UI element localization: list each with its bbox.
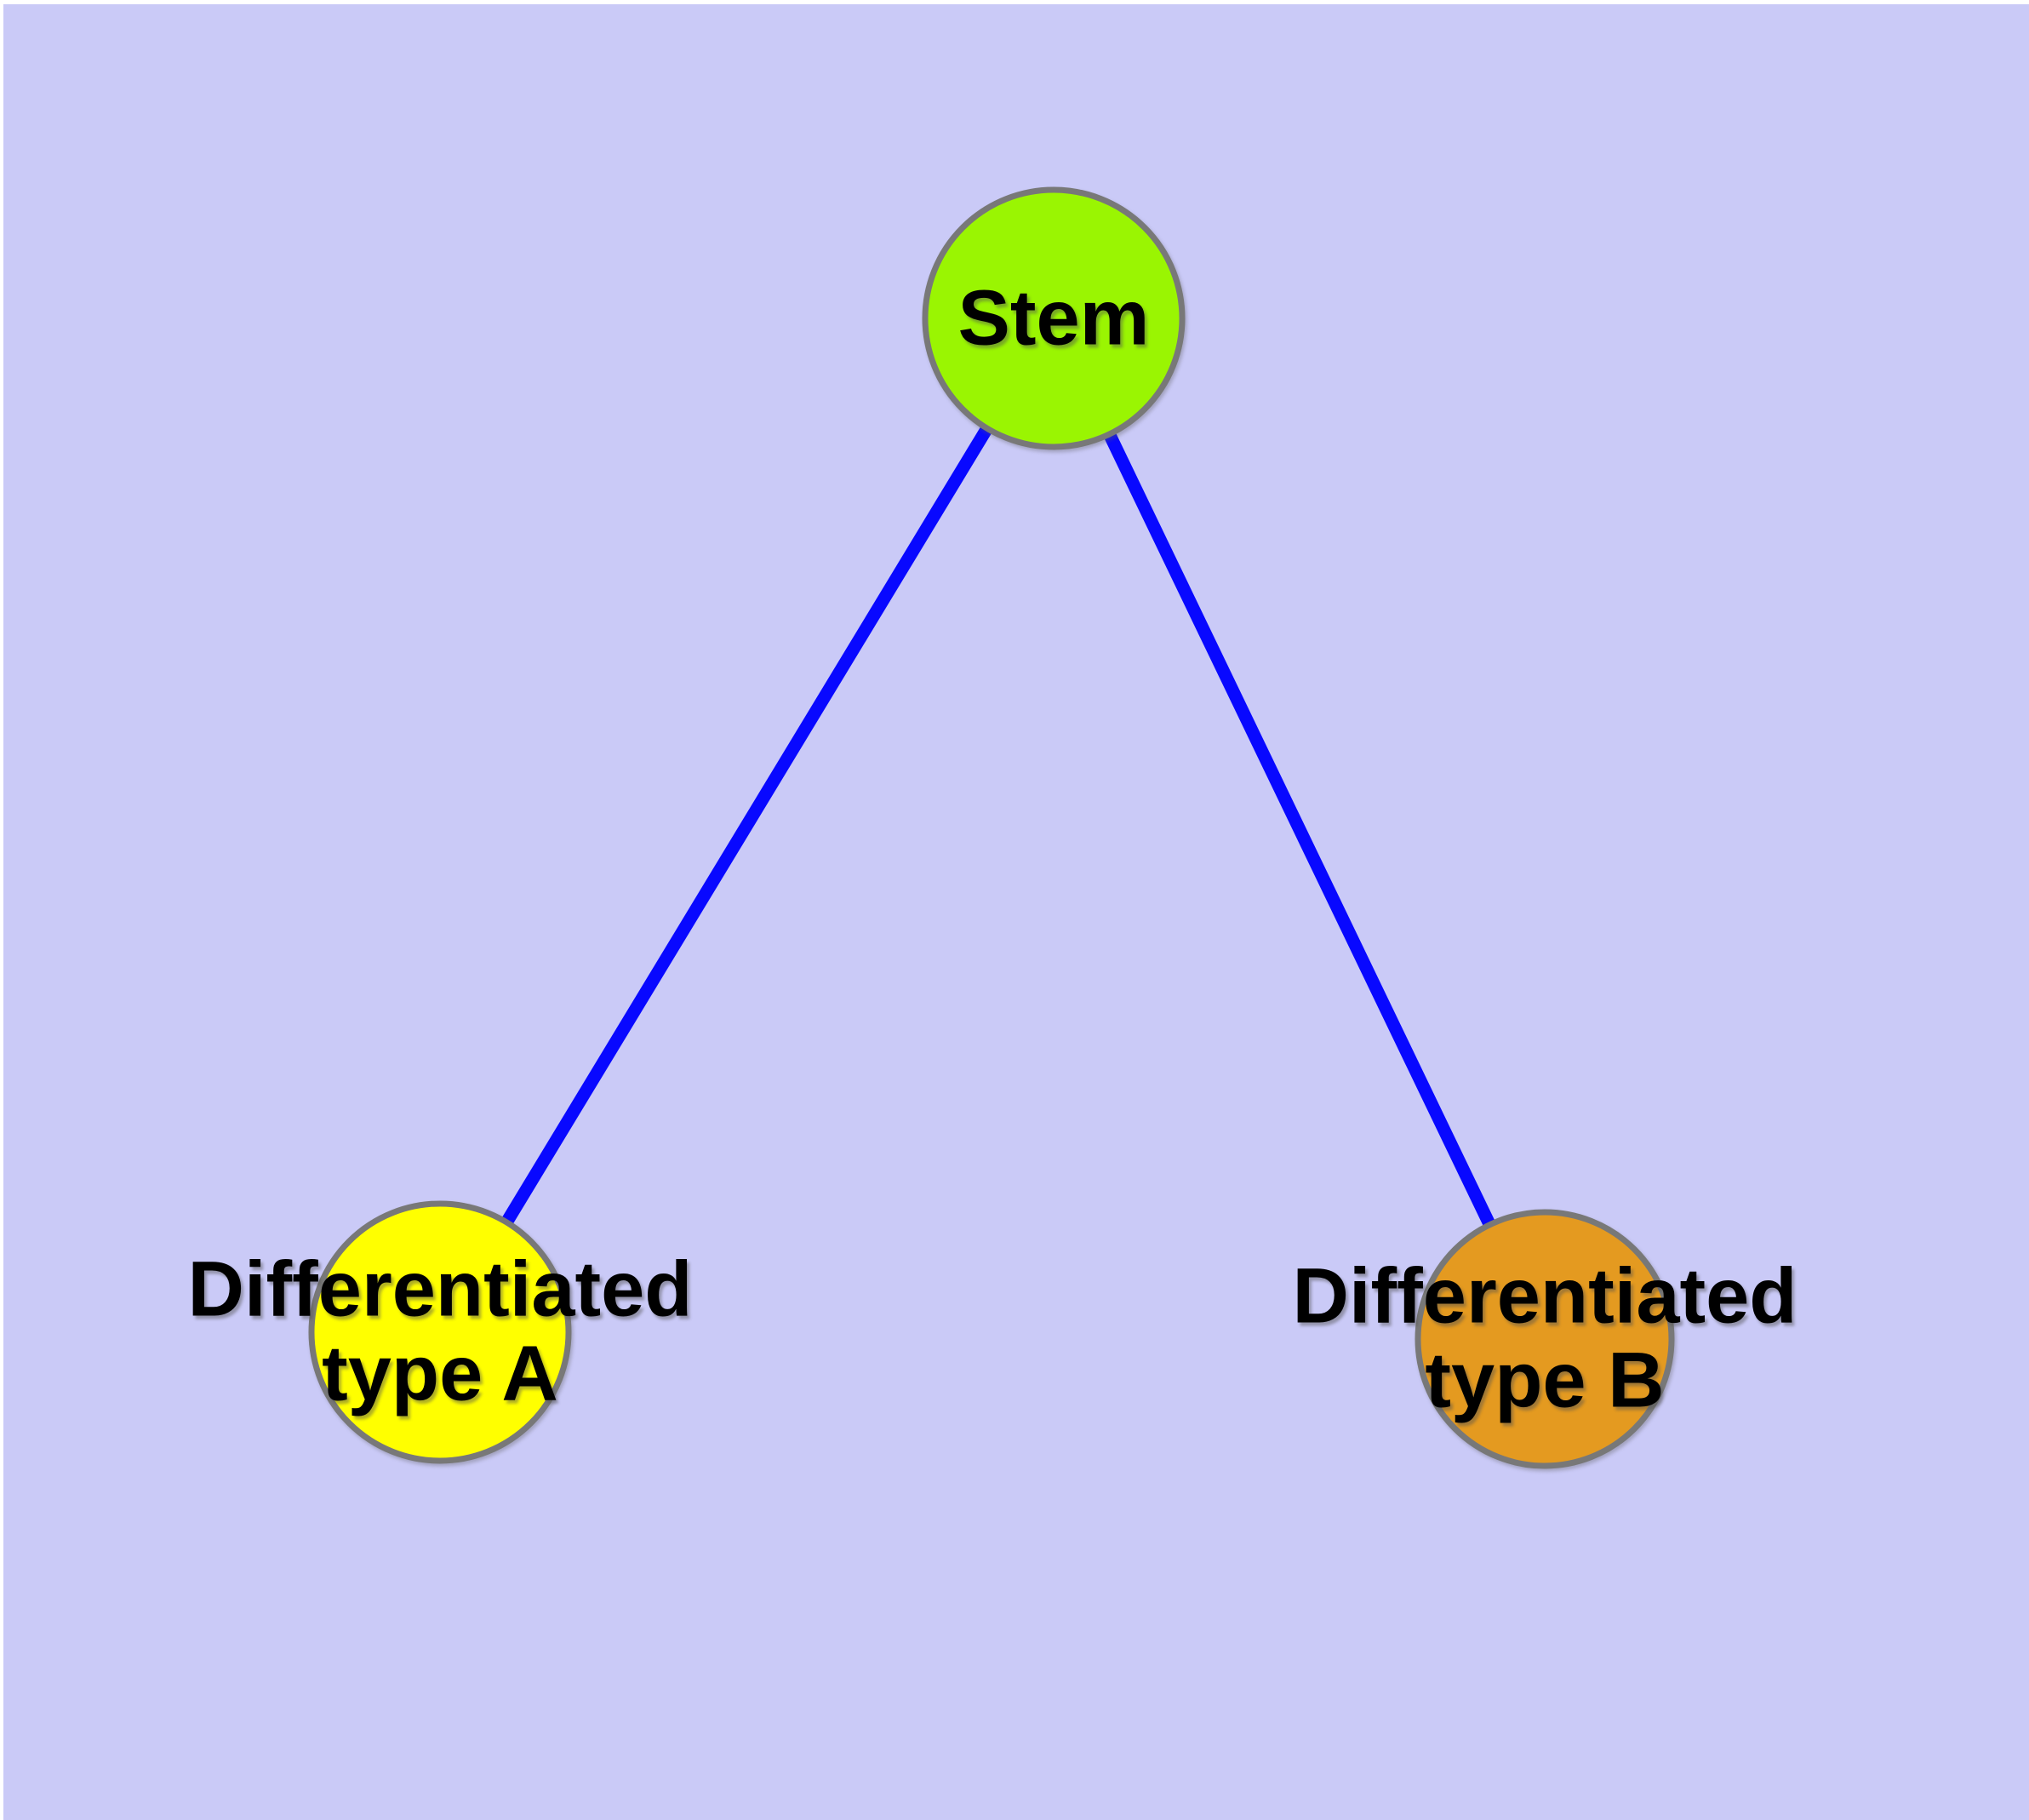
- node-circle-diff-b: [1415, 1209, 1675, 1469]
- node-circle-diff-a: [308, 1200, 572, 1464]
- edge-stem-diff-b: [1048, 315, 1551, 1342]
- node-circle-stem: [922, 186, 1186, 450]
- edge-stem-diff-a: [434, 315, 1060, 1336]
